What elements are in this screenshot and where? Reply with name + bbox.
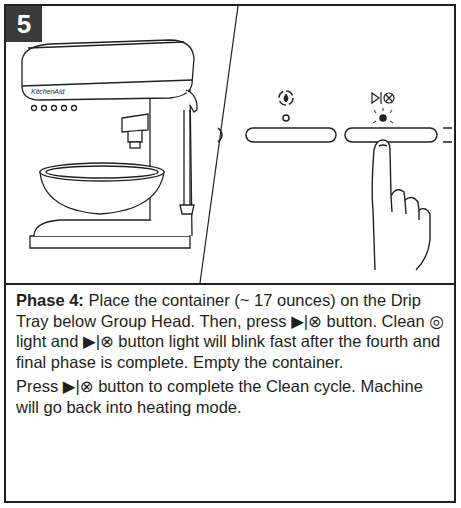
step-number: 5 (6, 6, 42, 42)
instruction-text: Phase 4: Place the container (~ 17 ounce… (16, 290, 446, 421)
paragraph: Press ▶|⊗ button to complete the Clean c… (16, 376, 446, 417)
brand-label: KitchenAid (30, 88, 65, 95)
instruction: Press ▶|⊗ button to complete the Clean c… (16, 377, 423, 416)
panel-divider (200, 6, 238, 283)
pressing-hand (372, 140, 430, 270)
phase-heading: Phase 4: (16, 291, 84, 309)
espresso-machine (22, 40, 197, 248)
control-panel (218, 91, 452, 142)
frame (5, 5, 455, 502)
divider (5, 283, 455, 285)
paragraph: Phase 4: Place the container (~ 17 ounce… (16, 290, 446, 372)
